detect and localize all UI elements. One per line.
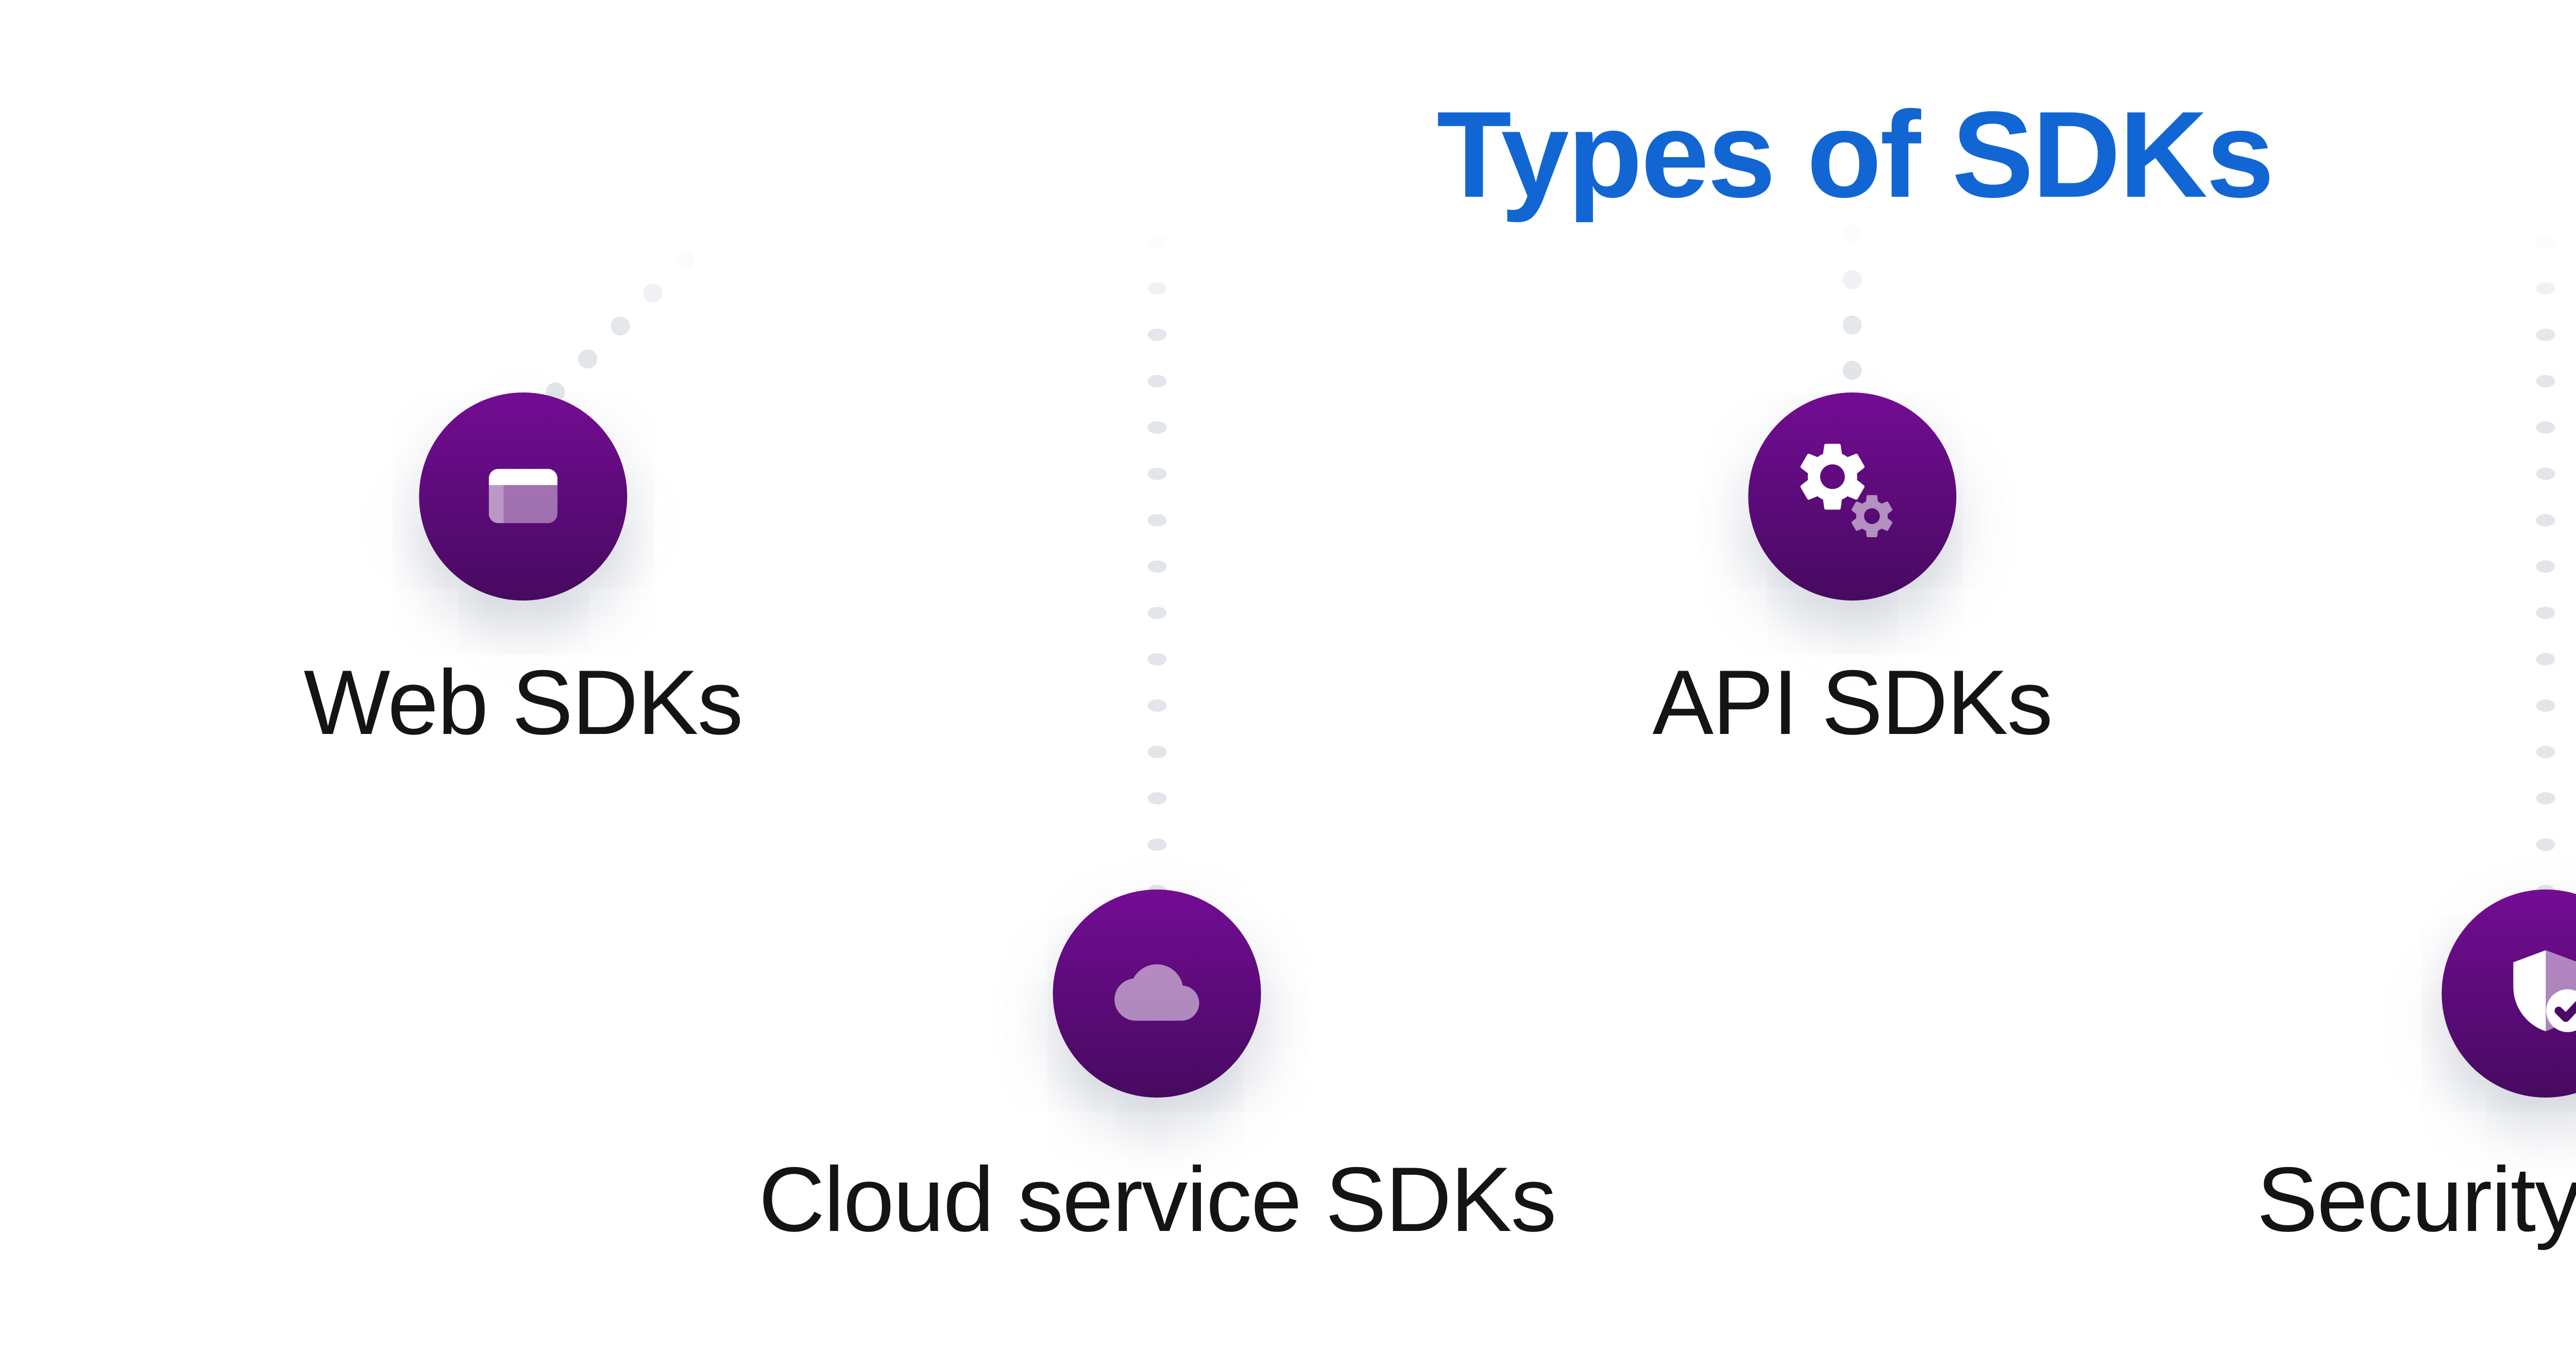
connector-dot — [2536, 838, 2555, 851]
connector-dot — [2536, 468, 2555, 480]
node-label: API SDKs — [1652, 651, 2053, 754]
node-label: Security SDKs — [2257, 1148, 2576, 1251]
page-title: Types of SDKs — [1436, 87, 2275, 223]
connector-dot — [611, 316, 630, 336]
connector-dot — [1842, 315, 1862, 335]
connector-dot — [675, 250, 695, 270]
connector-dot — [2536, 746, 2555, 758]
connector-dot — [643, 283, 663, 303]
connector-dot — [2536, 375, 2555, 387]
connector-dot — [2536, 236, 2555, 248]
node-label: Web SDKs — [303, 651, 743, 754]
node-security-sdks: Security SDKs — [2257, 889, 2576, 1253]
node-web-sdks: Web SDKs — [303, 392, 743, 756]
connector-dot — [1147, 792, 1167, 805]
connector-dot — [2536, 607, 2555, 619]
connector-dot — [1842, 270, 1862, 289]
shield-check-icon — [2513, 950, 2576, 1032]
connector-dot — [1147, 282, 1167, 295]
api-sdks-circle — [1748, 392, 1956, 601]
browser-window-icon — [488, 469, 557, 523]
connector-dot — [1147, 560, 1167, 573]
connector-dot — [2536, 792, 2555, 805]
connector-dot — [2536, 560, 2555, 573]
connector-dot — [2536, 653, 2555, 665]
connector-dot — [2536, 514, 2555, 526]
security-sdks-circle — [2441, 889, 2576, 1098]
connector-dot — [1147, 329, 1167, 341]
cloud-sdks-circle — [1053, 889, 1261, 1098]
web-sdks-circle — [418, 392, 627, 601]
connector-dot — [1147, 514, 1167, 526]
gears-icon — [1800, 443, 1892, 537]
connector-dot — [1147, 375, 1167, 387]
connector-dot — [1147, 746, 1167, 758]
connector-dot — [1147, 838, 1167, 851]
connector-dot — [1147, 653, 1167, 665]
connector-dot — [1147, 607, 1167, 619]
connector-dot — [2536, 421, 2555, 434]
connector-dot — [2536, 699, 2555, 712]
connector-dot — [2536, 282, 2555, 295]
node-api-sdks: API SDKs — [1652, 392, 2053, 756]
connector-dot — [1147, 236, 1167, 248]
connector-dot — [1147, 468, 1167, 480]
connector-dot — [578, 349, 598, 369]
cloud-icon — [1114, 964, 1199, 1021]
node-cloud-service-sdks: Cloud service SDKs — [759, 889, 1556, 1253]
connector-dot — [2536, 329, 2555, 341]
connector-dot — [1842, 361, 1862, 380]
connector-dot — [1147, 421, 1167, 434]
connector-dot — [1147, 699, 1167, 712]
node-label: Cloud service SDKs — [758, 1148, 1557, 1251]
